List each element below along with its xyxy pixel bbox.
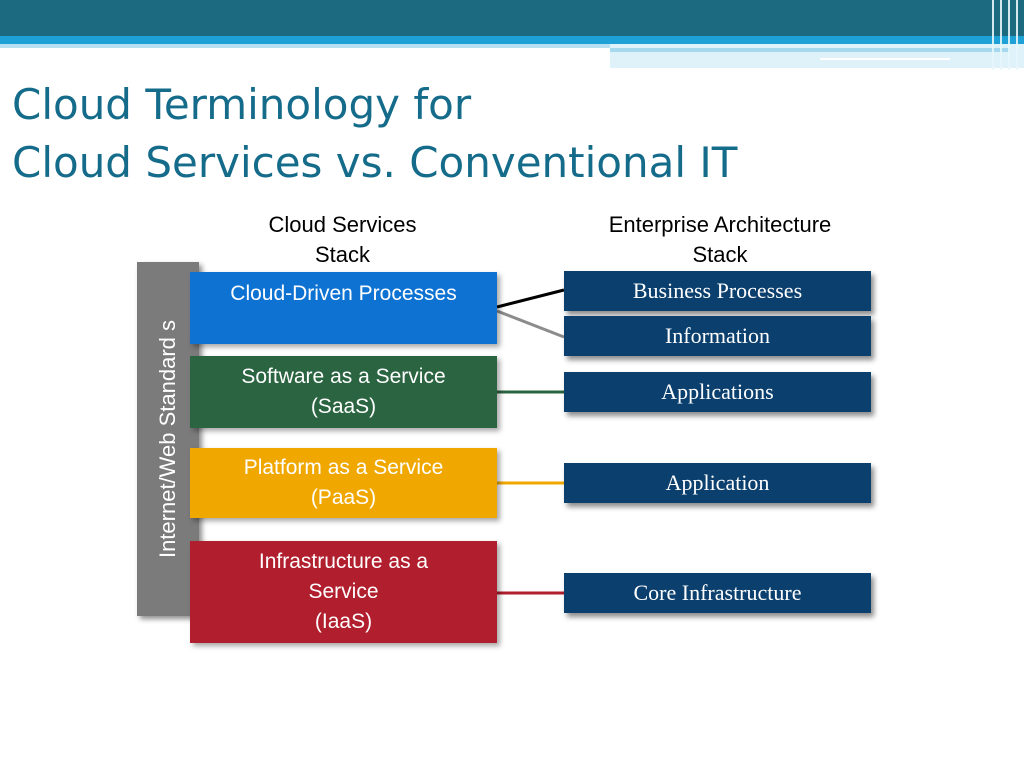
business-processes-box: Business Processes: [564, 271, 871, 311]
box-label: Cloud-Driven Processes: [230, 282, 457, 305]
cloud-heading-line-1: Cloud Services: [268, 212, 417, 237]
paas-box: Platform as a Service (PaaS): [190, 448, 497, 518]
cloud-driven-processes-box: Cloud-Driven Processes: [190, 272, 497, 344]
saas-box: Software as a Service (SaaS): [190, 356, 497, 428]
box-label-line-2: (SaaS): [310, 395, 377, 418]
core-infrastructure-box: Core Infrastructure: [564, 573, 871, 613]
accent-stripe-light: [0, 44, 610, 48]
internet-web-standards-bar: Internet/Web Standard s: [137, 262, 199, 616]
iaas-box: Infrastructure as a Service (IaaS): [190, 541, 497, 643]
box-label-line-2: Service: [308, 580, 379, 603]
box-label-line-1: Software as a Service: [241, 365, 446, 388]
information-box: Information: [564, 316, 871, 356]
title-line-1: Cloud Terminology for: [12, 80, 472, 129]
slide-title: Cloud Terminology for Cloud Services vs.…: [12, 76, 737, 192]
box-label-line-2: (PaaS): [310, 486, 377, 509]
enterprise-heading-line-1: Enterprise Architecture: [608, 212, 832, 237]
decorative-vertical-lines: [988, 0, 1024, 70]
application-box: Application: [564, 463, 871, 503]
connector-processes-information: [496, 309, 565, 339]
top-banner: [0, 0, 1024, 36]
box-label-line-1: Infrastructure as a: [258, 550, 429, 573]
accent-stripe-thin: [610, 48, 1010, 52]
enterprise-heading-line-2: Stack: [692, 242, 748, 267]
cloud-heading-line-2: Stack: [314, 242, 371, 267]
cloud-stack-heading: Cloud Services Stack: [220, 210, 465, 270]
connector-processes-business: [496, 288, 565, 309]
accent-stripe-highlight: [820, 58, 950, 60]
applications-box: Applications: [564, 372, 871, 412]
enterprise-stack-heading: Enterprise Architecture Stack: [570, 210, 870, 270]
title-line-2: Cloud Services vs. Conventional IT: [12, 138, 738, 187]
vertical-bar-label: Internet/Web Standard s: [155, 319, 180, 559]
box-label-line-1: Platform as a Service: [243, 456, 444, 479]
box-label-line-3: (IaaS): [314, 610, 373, 633]
accent-stripe: [0, 36, 1024, 44]
